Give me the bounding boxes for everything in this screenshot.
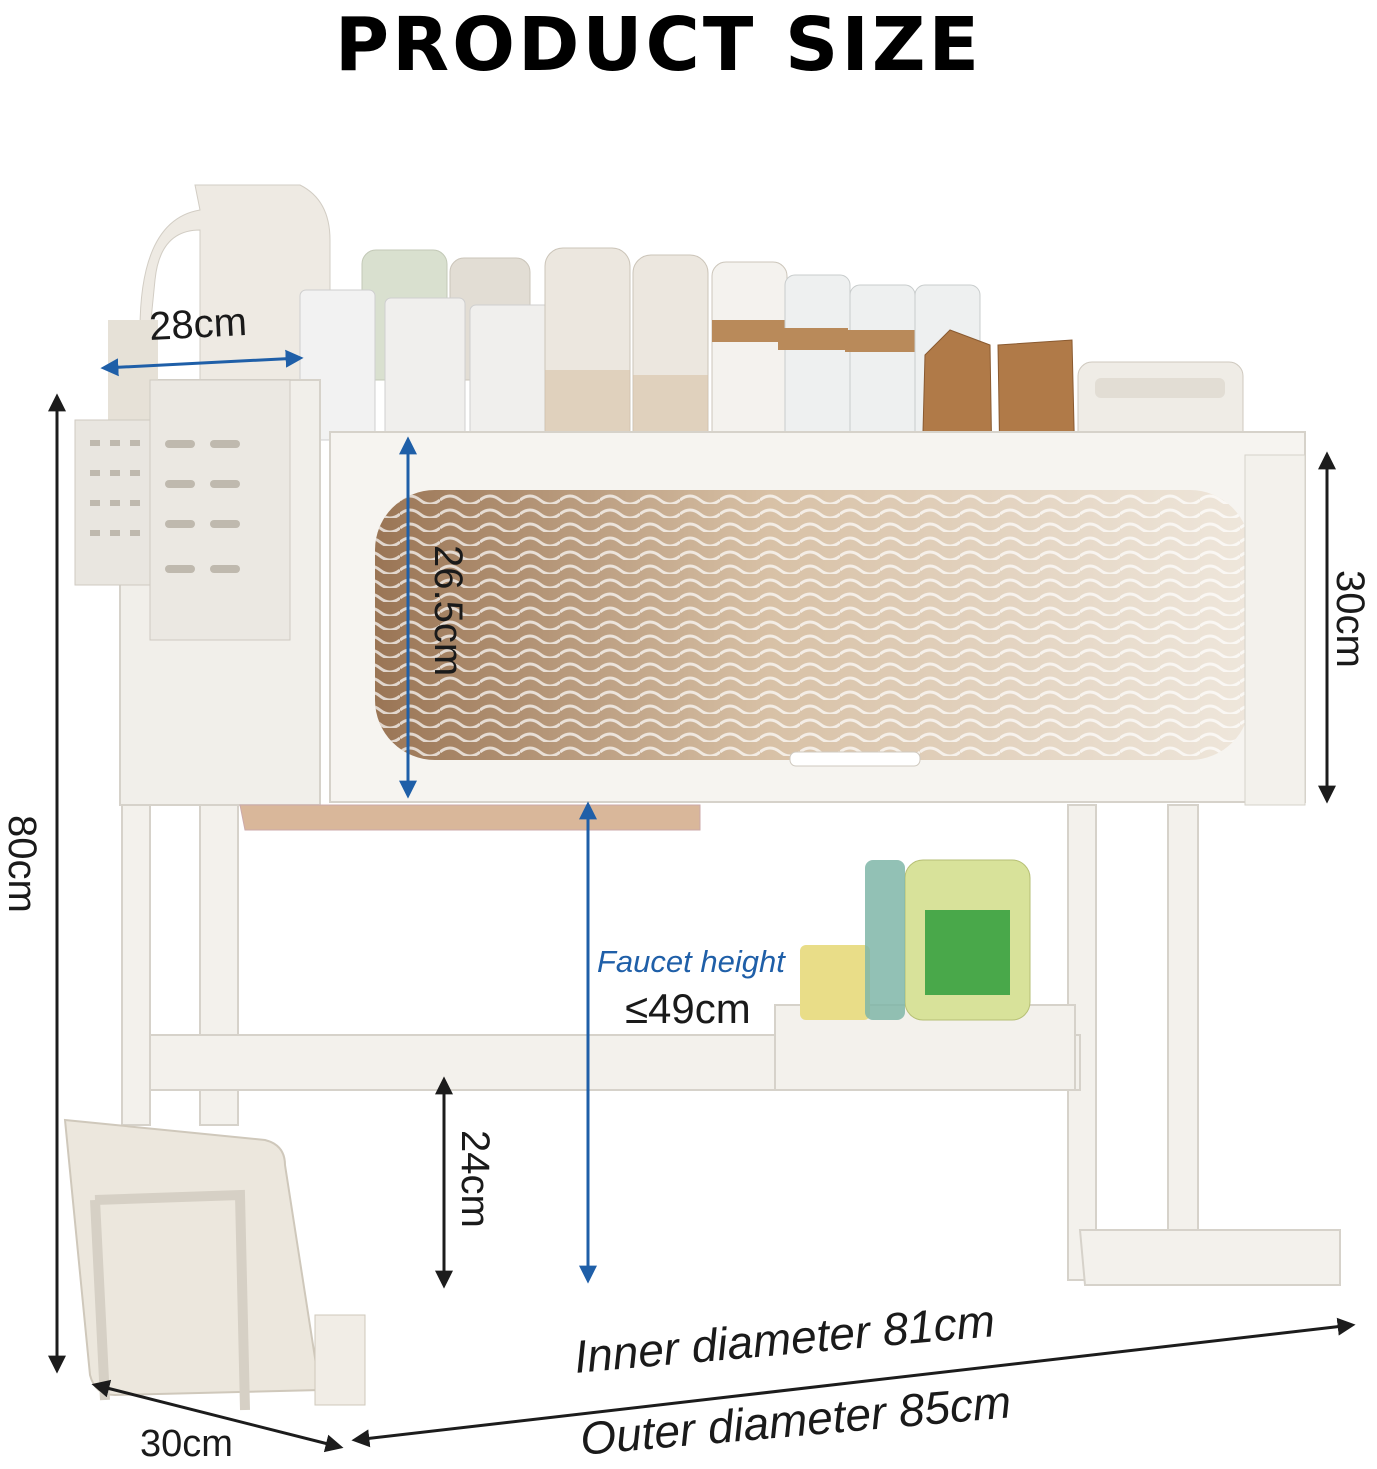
faucet-height-label: Faucet height [597, 944, 785, 979]
total-height-label: 80cm [0, 815, 44, 913]
dimension-arrows [48, 349, 1356, 1453]
page-title: PRODUCT SIZE [334, 2, 983, 88]
frame-legs [121, 804, 1341, 1286]
utensil-holders [74, 320, 291, 641]
cleaning-bottles [800, 859, 1031, 1021]
faucet-height-value: ≤49cm [625, 985, 751, 1032]
depth-label: 30cm [140, 1423, 233, 1465]
cabinet [119, 379, 1306, 806]
cutting-board [63, 1118, 366, 1411]
door-height-label: 26.5cm [426, 545, 470, 677]
cabinet-height-label: 30cm [1328, 570, 1372, 668]
top-width-label: 28cm [148, 299, 248, 349]
dish-tray [239, 804, 701, 831]
lower-height-label: 24cm [453, 1130, 497, 1228]
